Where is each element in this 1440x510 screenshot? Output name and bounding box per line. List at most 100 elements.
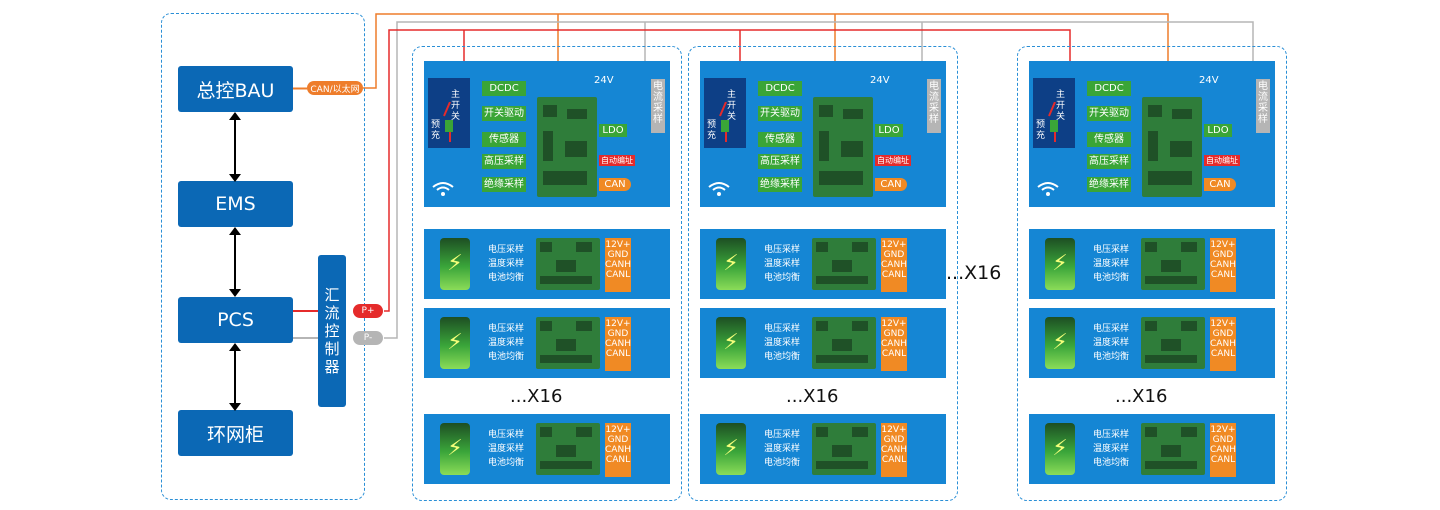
sensor-tag: 传感器 [482,132,526,147]
ldo-tag: LDO [875,124,903,137]
temperature-sample-label: 温度采样 [488,444,525,454]
ldo-tag: LDO [599,124,627,137]
module-repeat-label: ...X16 [1115,386,1168,407]
module-connector-block: 12V+ GND CANH CANL [605,317,631,371]
battery-icon: ⚡ [1045,423,1075,475]
module-connector-block: 12V+ GND CANH CANL [881,317,907,371]
battery-icon: ⚡ [716,238,746,290]
battery-module: ⚡ 电压采样 温度采样 电池均衡 12V+ GND CANH CANL [700,414,946,484]
module-connector-block: 12V+ GND CANH CANL [1210,238,1236,292]
battery-module: ⚡ 电压采样 温度采样 电池均衡 12V+ GND CANH CANL [1029,414,1275,484]
battery-icon: ⚡ [440,423,470,475]
module-board-image [536,238,600,290]
relay-switch-icon [1048,102,1058,142]
canh-label: CANH [1210,339,1236,349]
gnd-label: GND [1212,329,1234,339]
gnd-label: GND [883,329,905,339]
module-board-image [1141,238,1205,290]
voltage-sample-label: 电压采样 [488,324,525,334]
module-board-image [536,317,600,369]
module-board-image [1141,423,1205,475]
module-board-image [812,238,876,290]
cell-balance-label: 电池均衡 [1093,458,1130,468]
switch-drive-tag: 开关驱动 [758,106,802,121]
cluster-border [412,46,682,501]
sensor-tag: 传感器 [758,132,802,147]
bms-board-image [1142,97,1202,197]
bau-box: 总控BAU [178,66,293,112]
canl-label: CANL [1210,270,1236,280]
insulation-sample-tag: 绝缘采样 [1087,177,1131,192]
battery-icon: ⚡ [1045,238,1075,290]
cell-balance-label: 电池均衡 [488,352,525,362]
battery-module: ⚡ 电压采样 温度采样 电池均衡 12V+ GND CANH CANL [1029,308,1275,378]
bms-panel: 主开关 预充 DCDC 开关驱动 传感器 高压采样 绝缘采样 24V LDO 自… [424,61,670,207]
canl-label: CANL [881,455,907,465]
p12v-label: 12V+ [605,240,631,250]
wifi-icon [1037,182,1059,196]
battery-cluster: 主开关 预充 DCDC 开关驱动 传感器 高压采样 绝缘采样 24V LDO 自… [1017,46,1287,501]
main-switch-block: 主开关 预充 [1033,78,1075,148]
temperature-sample-label: 温度采样 [488,259,525,269]
canh-label: CANH [605,260,631,270]
hv-sample-tag: 高压采样 [758,154,802,169]
main-switch-block: 主开关 预充 [428,78,470,148]
module-connector-block: 12V+ GND CANH CANL [605,423,631,477]
battery-module: ⚡ 电压采样 温度采样 电池均衡 12V+ GND CANH CANL [424,229,670,299]
pcs-box: PCS [178,297,293,343]
module-connector-block: 12V+ GND CANH CANL [605,238,631,292]
battery-icon: ⚡ [1045,317,1075,369]
insulation-sample-tag: 绝缘采样 [482,177,526,192]
module-board-image [536,423,600,475]
temperature-sample-label: 温度采样 [1093,338,1130,348]
precharge-label: 预充 [1036,120,1046,141]
ems-pcs-arrow [229,227,241,297]
ems-box: EMS [178,181,293,227]
bms-board-image [813,97,873,197]
temperature-sample-label: 温度采样 [764,259,801,269]
gnd-label: GND [1212,435,1234,445]
current-sample-block: 电流采样 [927,79,941,133]
temperature-sample-label: 温度采样 [1093,259,1130,269]
battery-cluster: 主开关 预充 DCDC 开关驱动 传感器 高压采样 绝缘采样 24V LDO 自… [412,46,682,501]
canl-label: CANL [881,349,907,359]
p12v-label: 12V+ [1210,425,1236,435]
ring-cabinet-box: 环网柜 [178,410,293,456]
p12v-label: 12V+ [881,425,907,435]
ldo-tag: LDO [1204,124,1232,137]
sensor-tag: 传感器 [1087,132,1131,147]
p12v-label: 12V+ [605,425,631,435]
canh-label: CANH [881,339,907,349]
canl-label: CANL [605,270,631,280]
voltage-sample-label: 电压采样 [1093,324,1130,334]
can-tag: CAN [1204,178,1236,191]
hv-sample-tag: 高压采样 [1087,154,1131,169]
canl-label: CANL [1210,455,1236,465]
main-switch-label: 主开关 [727,90,737,122]
cluster-border [688,46,958,501]
gnd-label: GND [883,435,905,445]
canh-label: CANH [881,445,907,455]
p-plus-bus-line [384,29,1071,312]
p12v-label: 12V+ [881,240,907,250]
battery-module: ⚡ 电压采样 温度采样 电池均衡 12V+ GND CANH CANL [700,229,946,299]
gnd-label: GND [607,250,629,260]
cell-balance-label: 电池均衡 [764,352,801,362]
cluster-border [1017,46,1287,501]
canl-label: CANL [1210,349,1236,359]
battery-module: ⚡ 电压采样 温度采样 电池均衡 12V+ GND CANH CANL [424,414,670,484]
module-connector-block: 12V+ GND CANH CANL [1210,423,1236,477]
temperature-sample-label: 温度采样 [1093,444,1130,454]
wifi-icon [708,182,730,196]
cell-balance-label: 电池均衡 [764,458,801,468]
relay-switch-icon [443,102,453,142]
gnd-label: GND [1212,250,1234,260]
wifi-icon [432,182,454,196]
module-repeat-label: ...X16 [786,386,839,407]
bau-ems-arrow [229,112,241,182]
current-sample-label: 电流采样 [653,81,663,125]
p-plus-label: P+ [361,306,375,316]
voltage-sample-label: 电压采样 [764,324,801,334]
combiner-controller-box: 汇流控制器 [318,255,346,407]
